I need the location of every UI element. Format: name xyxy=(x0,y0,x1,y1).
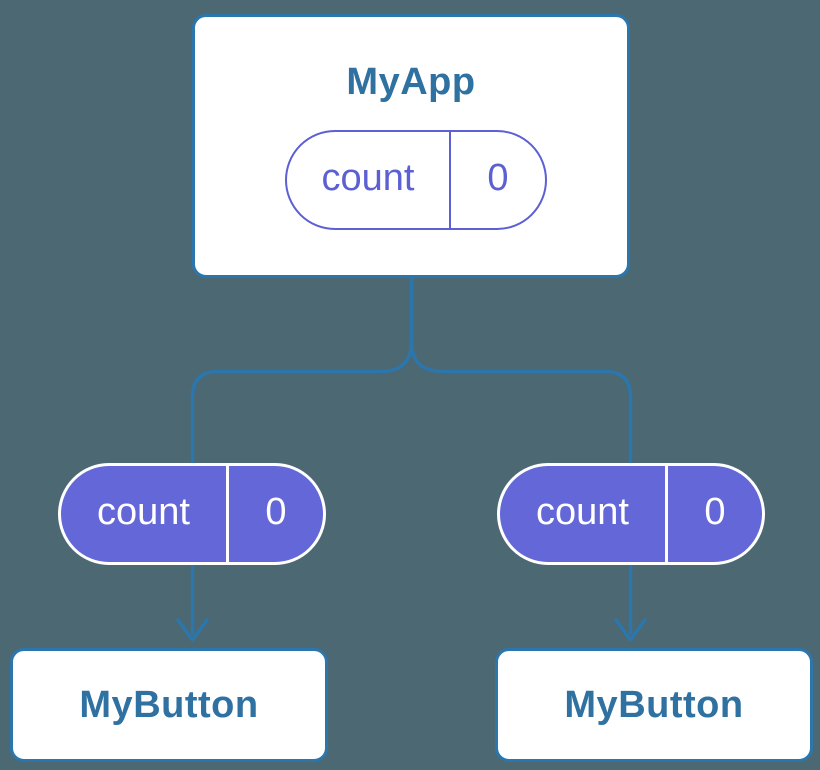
node-title: MyApp xyxy=(346,61,476,103)
node-mybutton-left: MyButton xyxy=(10,648,328,762)
pill-state-name: count xyxy=(97,491,190,533)
arrow-down-right-icon xyxy=(614,618,647,642)
arrow-down-left-icon xyxy=(176,618,209,642)
node-title: MyButton xyxy=(79,683,259,726)
prop-pill-left: count 0 xyxy=(58,463,326,565)
pill-state-value: 0 xyxy=(449,132,545,228)
connector-branch-right xyxy=(409,339,633,635)
pill-state-name: count xyxy=(321,157,415,199)
pill-state-value: 0 xyxy=(226,466,323,562)
connector-branch-left xyxy=(190,339,414,635)
prop-pill-right: count 0 xyxy=(497,463,765,565)
pill-state-value: 0 xyxy=(665,466,762,562)
pill-state-name: count xyxy=(536,491,629,533)
state-pill-root: count 0 xyxy=(285,130,547,230)
node-title: MyButton xyxy=(564,683,744,726)
node-mybutton-right: MyButton xyxy=(495,648,813,762)
node-myapp: MyApp count 0 xyxy=(192,14,630,278)
